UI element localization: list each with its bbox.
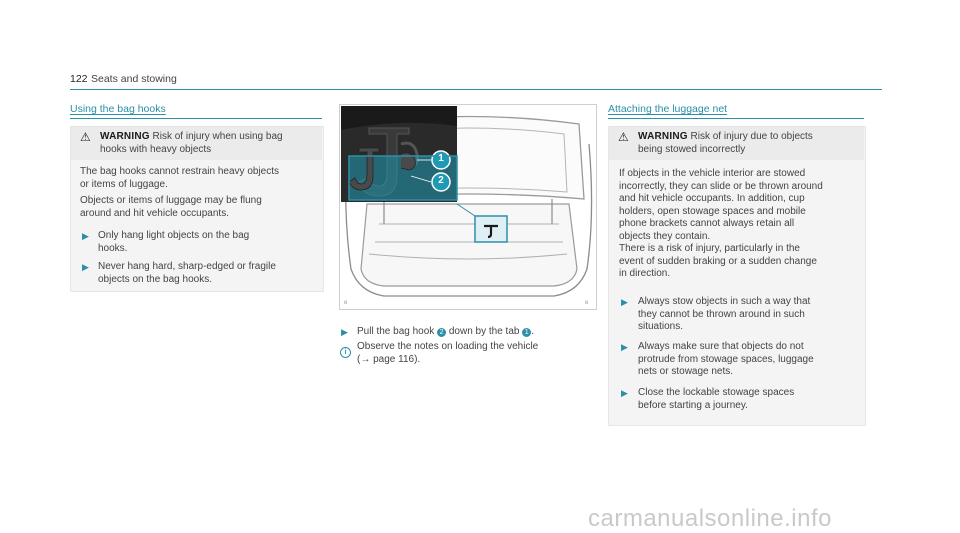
step-item: Always make sure that objects do not pro… xyxy=(638,341,860,379)
text-line: before starting a journey. xyxy=(638,399,748,411)
warning-header xyxy=(609,127,864,160)
text-line: incorrectly, they can slide or be thrown… xyxy=(619,180,823,192)
text-line: Always make sure that objects do not xyxy=(638,341,804,352)
text-line: Only hang light objects on the bag xyxy=(98,230,250,241)
text-line: hooks. xyxy=(98,242,128,254)
page-reference-link[interactable]: (→ page 116). xyxy=(357,353,421,365)
paragraph: Objects or items of luggage may be flung… xyxy=(80,195,315,220)
callout-1-badge: 1 xyxy=(522,328,532,337)
text-line: Always stow objects in such a way that xyxy=(638,296,811,307)
running-header: Seats and stowing xyxy=(91,73,177,85)
text-line: objects on the bag hooks. xyxy=(98,273,212,285)
warning-label: WARNING xyxy=(100,131,150,142)
warning-line: Risk of injury when using bag xyxy=(152,131,283,142)
text-line: Objects or items of luggage may be flung xyxy=(80,195,262,206)
paragraph: The bag hooks cannot restrain heavy obje… xyxy=(80,166,315,191)
text-line: Never hang hard, sharp-edged or fragile xyxy=(98,261,276,272)
text-line: down by the tab xyxy=(448,326,520,337)
text-line: phone brackets cannot always retain all xyxy=(619,218,795,229)
callout-2-badge: 2 xyxy=(437,328,447,337)
trunk-illustration: e e 1 2 xyxy=(339,104,597,310)
warning-text: WARNING Risk of injury due to objects be… xyxy=(638,131,858,156)
note-text: Observe the notes on loading the vehicle… xyxy=(357,341,597,366)
warning-line: hooks with heavy objects xyxy=(100,143,212,155)
warning-header xyxy=(71,127,322,160)
step-pull-hook: Pull the bag hook 2 down by the tab 1. xyxy=(357,326,597,339)
step-item: Only hang light objects on the bag hooks… xyxy=(98,230,313,255)
section-rule xyxy=(608,118,864,119)
text-line: they cannot be thrown around in such xyxy=(638,308,805,320)
section-rule xyxy=(70,118,322,119)
text-line: Close the lockable stowage spaces xyxy=(638,387,795,398)
text-line: objects they contain. xyxy=(619,230,711,242)
text-line: holders, open stowage spaces and mobile xyxy=(619,205,806,217)
text-line: situations. xyxy=(638,321,684,332)
callout-1-label: 1 xyxy=(438,153,444,164)
warning-box xyxy=(608,126,866,426)
section-title-luggage-net: Attaching the luggage net xyxy=(608,103,728,115)
section-title-bag-hooks: Using the bag hooks xyxy=(70,103,166,115)
warning-line: being stowed incorrectly xyxy=(638,143,746,155)
callout-2-label: 2 xyxy=(438,175,444,186)
text-line: event of sudden braking or a sudden chan… xyxy=(619,255,817,267)
watermark: carmanualsonline.info xyxy=(588,505,832,532)
text-line: If objects in the vehicle interior are s… xyxy=(619,168,806,179)
step-arrow-icon: ▶ xyxy=(621,342,628,352)
svg-text:e: e xyxy=(344,300,348,306)
step-item: Never hang hard, sharp-edged or fragile … xyxy=(98,261,313,286)
text-line: or items of luggage. xyxy=(80,178,168,190)
svg-text:e: e xyxy=(585,300,589,306)
step-arrow-icon: ▶ xyxy=(621,388,628,398)
warning-text: WARNING Risk of injury when using bag ho… xyxy=(100,131,315,156)
text-line: There is a risk of injury, particularly … xyxy=(619,243,800,254)
page-number: 122 xyxy=(70,73,88,85)
info-icon: i xyxy=(340,341,351,359)
step-arrow-icon: ▶ xyxy=(621,297,628,307)
text-line: Pull the bag hook xyxy=(357,326,435,337)
text-line: and hit vehicle occupants. In addition, … xyxy=(619,193,805,204)
warning-triangle-icon: ⚠ xyxy=(618,130,629,144)
text-line: Observe the notes on loading the vehicle xyxy=(357,341,539,352)
text-line: in direction. xyxy=(619,268,671,279)
step-item: Close the lockable stowage spaces before… xyxy=(638,387,860,412)
step-item: Always stow objects in such a way that t… xyxy=(638,296,860,334)
warning-triangle-icon: ⚠ xyxy=(80,130,91,144)
paragraph: There is a risk of injury, particularly … xyxy=(619,243,859,281)
text-line: protrude from stowage spaces, luggage xyxy=(638,353,814,365)
step-arrow-icon: ▶ xyxy=(82,262,89,272)
header-rule xyxy=(70,89,882,90)
text-line: around and hit vehicle occupants. xyxy=(80,207,229,219)
paragraph: If objects in the vehicle interior are s… xyxy=(619,168,859,243)
warning-label: WARNING xyxy=(638,131,688,142)
warning-line: Risk of injury due to objects xyxy=(690,131,813,142)
text-line: . xyxy=(531,326,535,337)
step-arrow-icon: ▶ xyxy=(82,231,89,241)
step-arrow-icon: ▶ xyxy=(341,327,348,337)
text-line: The bag hooks cannot restrain heavy obje… xyxy=(80,166,280,177)
text-line: nets or stowage nets. xyxy=(638,366,734,377)
